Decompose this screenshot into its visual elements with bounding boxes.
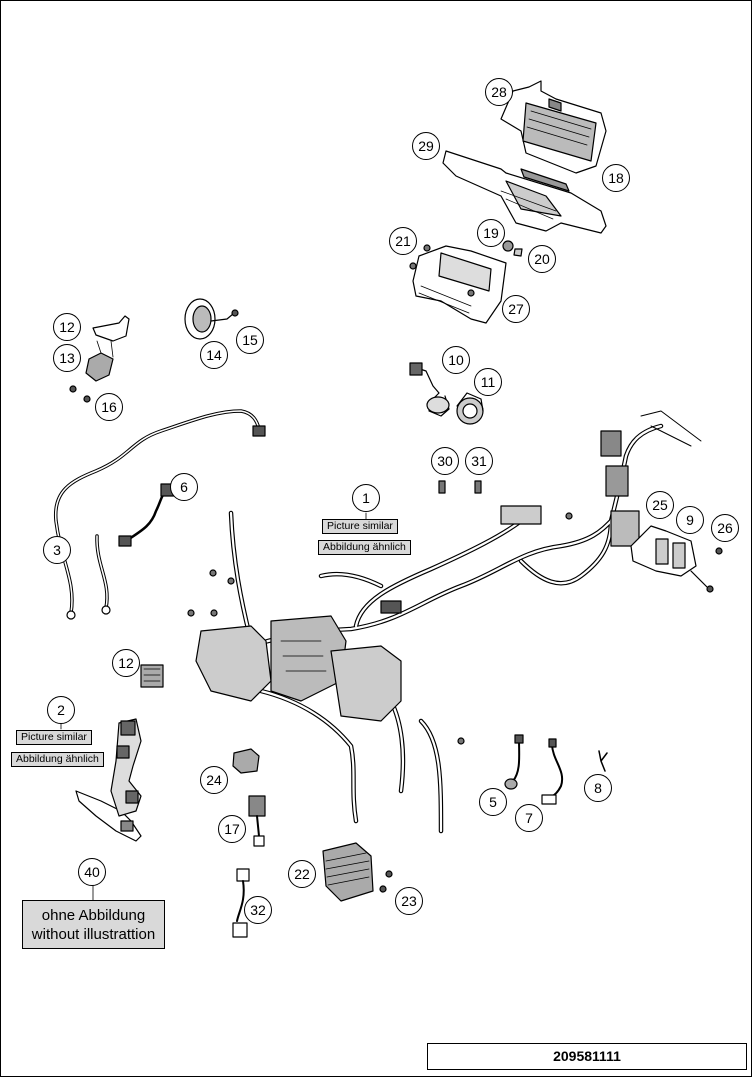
callout-18[interactable]: 18	[602, 164, 630, 192]
battery-tray-illustration	[409, 244, 507, 324]
callout-31[interactable]: 31	[465, 447, 493, 475]
callout-5[interactable]: 5	[479, 788, 507, 816]
note-abbildung-aehnlich-2: Abbildung ähnlich	[11, 752, 104, 767]
throttle-sensor-illustration	[140, 664, 164, 688]
callout-24[interactable]: 24	[200, 766, 228, 794]
callout-32[interactable]: 32	[244, 896, 272, 924]
note-picture-similar-2: Picture similar	[16, 730, 92, 745]
battery-illustration	[500, 80, 607, 174]
callout-13[interactable]: 13	[53, 344, 81, 372]
callout-12-throttle[interactable]: 12	[112, 649, 140, 677]
without-illustration-de: ohne Abbildung	[41, 906, 146, 924]
callout-40[interactable]: 40	[78, 858, 106, 886]
note-abbildung-aehnlich-1: Abbildung ähnlich	[318, 540, 411, 555]
callout-16[interactable]: 16	[95, 393, 123, 421]
callout-3[interactable]: 3	[43, 536, 71, 564]
callout-9[interactable]: 9	[676, 506, 704, 534]
without-illustration-box: ohne Abbildung without illustrattion	[22, 900, 165, 949]
callout-2[interactable]: 2	[47, 696, 75, 724]
callout-11[interactable]: 11	[474, 368, 502, 396]
fuse-box-illustration	[630, 525, 723, 593]
callout-8[interactable]: 8	[584, 774, 612, 802]
callout-21[interactable]: 21	[389, 227, 417, 255]
connector-24-illustration	[232, 748, 260, 774]
cable-32-illustration	[232, 868, 250, 938]
callout-6[interactable]: 6	[170, 473, 198, 501]
callout-23[interactable]: 23	[395, 887, 423, 915]
small-fasteners	[187, 512, 573, 745]
callout-19[interactable]: 19	[477, 219, 505, 247]
callout-30[interactable]: 30	[431, 447, 459, 475]
horn-illustration	[184, 298, 239, 340]
callout-22[interactable]: 22	[288, 860, 316, 888]
callout-7[interactable]: 7	[515, 804, 543, 832]
harness-connectors	[195, 410, 702, 722]
callout-29[interactable]: 29	[412, 132, 440, 160]
voltage-regulator-illustration	[322, 842, 393, 902]
callout-17[interactable]: 17	[218, 815, 246, 843]
relay-bracket-illustration	[69, 315, 130, 403]
without-illustration-en: without illustrattion	[31, 925, 156, 943]
callout-10[interactable]: 10	[442, 346, 470, 374]
callout-25[interactable]: 25	[646, 491, 674, 519]
handlebar-switch-illustration	[75, 718, 142, 842]
callout-28[interactable]: 28	[485, 78, 513, 106]
callout-27[interactable]: 27	[502, 295, 530, 323]
callout-1[interactable]: 1	[352, 484, 380, 512]
sensor-7-illustration	[541, 738, 564, 805]
callout-15[interactable]: 15	[236, 326, 264, 354]
callout-26[interactable]: 26	[711, 514, 739, 542]
sensor-5-illustration	[504, 734, 524, 790]
reference-number: 209581111	[427, 1043, 747, 1070]
callout-20[interactable]: 20	[528, 245, 556, 273]
note-picture-similar-1: Picture similar	[322, 519, 398, 534]
sensor-cable-illustration	[118, 483, 176, 547]
connector-17-illustration	[248, 795, 266, 847]
ignition-switch-illustration	[409, 362, 484, 425]
callout-14[interactable]: 14	[200, 341, 228, 369]
callout-12-bracket[interactable]: 12	[53, 313, 81, 341]
battery-holder-illustration	[442, 150, 607, 234]
